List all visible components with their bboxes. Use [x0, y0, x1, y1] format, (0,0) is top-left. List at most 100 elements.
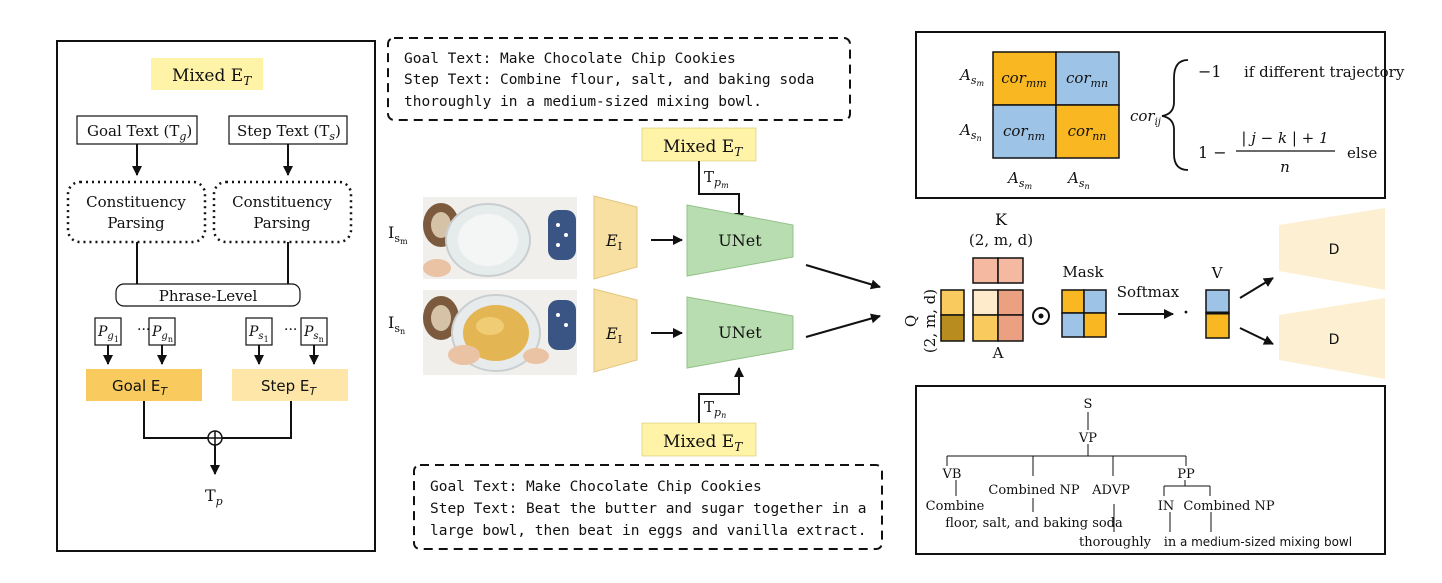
correlation-box: cormm cormn cornm cornn Asm Asn Asm Asn … [915, 31, 1405, 199]
svg-text:Goal Text: Make Chocolate Chip: Goal Text: Make Chocolate Chip Cookies [430, 479, 762, 495]
svg-text:D: D [1329, 332, 1340, 348]
brace-icon [1161, 59, 1189, 171]
svg-text:Constituency: Constituency [232, 193, 332, 211]
goal-text-box [76, 115, 198, 145]
svg-text:Parsing: Parsing [253, 214, 311, 232]
svg-text:Asm: Asm [1006, 169, 1033, 191]
cooking-photo-1 [423, 197, 577, 279]
isn-label: I [388, 313, 394, 332]
svg-text:Isn: Isn [388, 313, 405, 336]
mixed-et-top-box [641, 127, 757, 162]
svg-text:UNet: UNet [718, 323, 762, 342]
svg-text:thoroughly in a medium-sized m: thoroughly in a medium-sized mixing bowl… [404, 94, 762, 110]
unet-bottom [686, 296, 794, 369]
svg-text:thoroughly: thoroughly [1079, 535, 1152, 550]
svg-text:ADVP: ADVP [1091, 483, 1130, 498]
svg-text:Ism: Ism [388, 223, 408, 246]
svg-text:D: D [1329, 242, 1340, 258]
attention-block: K (2, m, d) Q (2, m, d) A Mask Softmax ·… [902, 208, 1385, 379]
svg-text:PP: PP [1177, 467, 1195, 482]
svg-text:UNet: UNet [718, 231, 762, 250]
svg-text:cornn: cornn [1068, 122, 1107, 143]
p-sn-box [300, 317, 328, 346]
svg-text:VB: VB [942, 467, 962, 482]
phrase-level-box [115, 283, 301, 307]
top-text-box: Goal Text: Make Chocolate Chip Cookies S… [387, 37, 851, 121]
svg-text:Tp: Tp [205, 486, 223, 508]
svg-text:(2, m, d): (2, m, d) [969, 231, 1033, 249]
svg-text:Step Text (Ts): Step Text (Ts) [237, 122, 341, 143]
a-label: A [992, 344, 1004, 362]
svg-text:Constituency: Constituency [86, 193, 186, 211]
svg-text:else: else [1347, 144, 1377, 162]
svg-text:Step ET: Step ET [261, 377, 317, 398]
constituency-parsing-goal [66, 180, 207, 244]
svg-text:Goal ET: Goal ET [112, 377, 168, 398]
bottom-text-box: Goal Text: Make Chocolate Chip Cookies S… [413, 464, 883, 550]
image-encoder-bottom [593, 288, 638, 373]
svg-text:Goal Text: Make Chocolate Chip: Goal Text: Make Chocolate Chip Cookies [404, 51, 736, 67]
svg-text:S: S [1084, 397, 1093, 412]
step-et-box [232, 369, 348, 401]
svg-text:Combined NP: Combined NP [1183, 499, 1274, 514]
ism-label: I [388, 223, 394, 242]
svg-text:large bowl, then beat in eggs: large bowl, then beat in eggs and vanill… [430, 523, 867, 539]
svg-text:Asn: Asn [1066, 169, 1090, 191]
goal-text-label: Goal Text (T [87, 122, 179, 140]
svg-text:(2, m, d): (2, m, d) [921, 289, 939, 353]
svg-text:| j − k | + 1: | j − k | + 1 [1241, 129, 1328, 147]
mixed-et-label: Mixed E [172, 66, 243, 86]
middle-pipeline: Mixed ET Tpm Mixed ET Tpn Ism Isn [388, 127, 881, 457]
mixed-et-bottom-box [641, 422, 757, 457]
svg-text:Asm: Asm [958, 66, 985, 88]
svg-text:Parsing: Parsing [107, 214, 165, 232]
mask-label: Mask [1062, 263, 1104, 281]
svg-text:Step Text: Combine flour, salt: Step Text: Combine flour, salt, and baki… [404, 72, 814, 88]
phrase-level-label: Phrase-Level [159, 287, 258, 305]
svg-text:Combined NP: Combined NP [988, 483, 1079, 498]
decoder-bottom [1279, 298, 1385, 379]
v-label: V [1211, 264, 1224, 282]
svg-text:Ps1: Ps1 [248, 324, 269, 344]
k-label: K [995, 210, 1008, 229]
svg-text:···: ··· [137, 322, 150, 338]
svg-text:Goal Text (Tg): Goal Text (Tg) [87, 122, 192, 143]
svg-text:if different trajectory: if different trajectory [1244, 63, 1405, 81]
constituency-parsing-step [212, 180, 353, 244]
svg-text:Asn: Asn [958, 121, 982, 143]
svg-text:Mixed ET: Mixed ET [172, 66, 252, 88]
softmax-label: Softmax [1117, 283, 1180, 301]
svg-text:IN: IN [1158, 499, 1175, 514]
svg-text:EI: EI [605, 324, 622, 346]
unet-top [686, 204, 794, 277]
parse-tree-box: S VP VB Combined NP ADVP PP IN Combined … [915, 385, 1386, 555]
svg-text:cornm: cornm [1003, 122, 1045, 143]
svg-text:in: in [1164, 535, 1177, 550]
svg-text:Psn: Psn [303, 324, 324, 344]
tpn-label: T [704, 398, 714, 416]
svg-text:EI: EI [605, 231, 622, 253]
mixed-et-box [151, 58, 263, 90]
svg-text:Pg1: Pg1 [97, 324, 119, 344]
svg-text:corij: corij [1130, 107, 1161, 128]
svg-text:·: · [1183, 301, 1190, 326]
tpm-label: T [704, 168, 714, 186]
svg-text:cormn: cormn [1066, 69, 1108, 90]
svg-text:···: ··· [284, 322, 297, 338]
svg-text:floor, salt, and baking soda: floor, salt, and baking soda [945, 516, 1123, 531]
svg-text:VP: VP [1078, 431, 1097, 446]
svg-text:Tpm: Tpm [704, 168, 729, 190]
goal-et-box [86, 369, 202, 401]
decoder-top [1279, 208, 1385, 290]
svg-text:Step Text: Beat the butter and: Step Text: Beat the butter and sugar tog… [430, 501, 867, 517]
step-text-label: Step Text (T [237, 122, 329, 140]
left-panel: Mixed ET Goal Text (Tg) Step Text (Ts) C… [56, 40, 376, 552]
hadamard-icon [1032, 307, 1050, 325]
svg-text:Tpn: Tpn [704, 398, 726, 420]
svg-text:1 −: 1 − [1198, 143, 1227, 162]
svg-text:a medium-sized mixing bowl: a medium-sized mixing bowl [1180, 535, 1352, 549]
svg-text:Combine: Combine [926, 499, 985, 514]
q-label: Q [902, 315, 920, 327]
cooking-photo-2 [423, 290, 577, 375]
